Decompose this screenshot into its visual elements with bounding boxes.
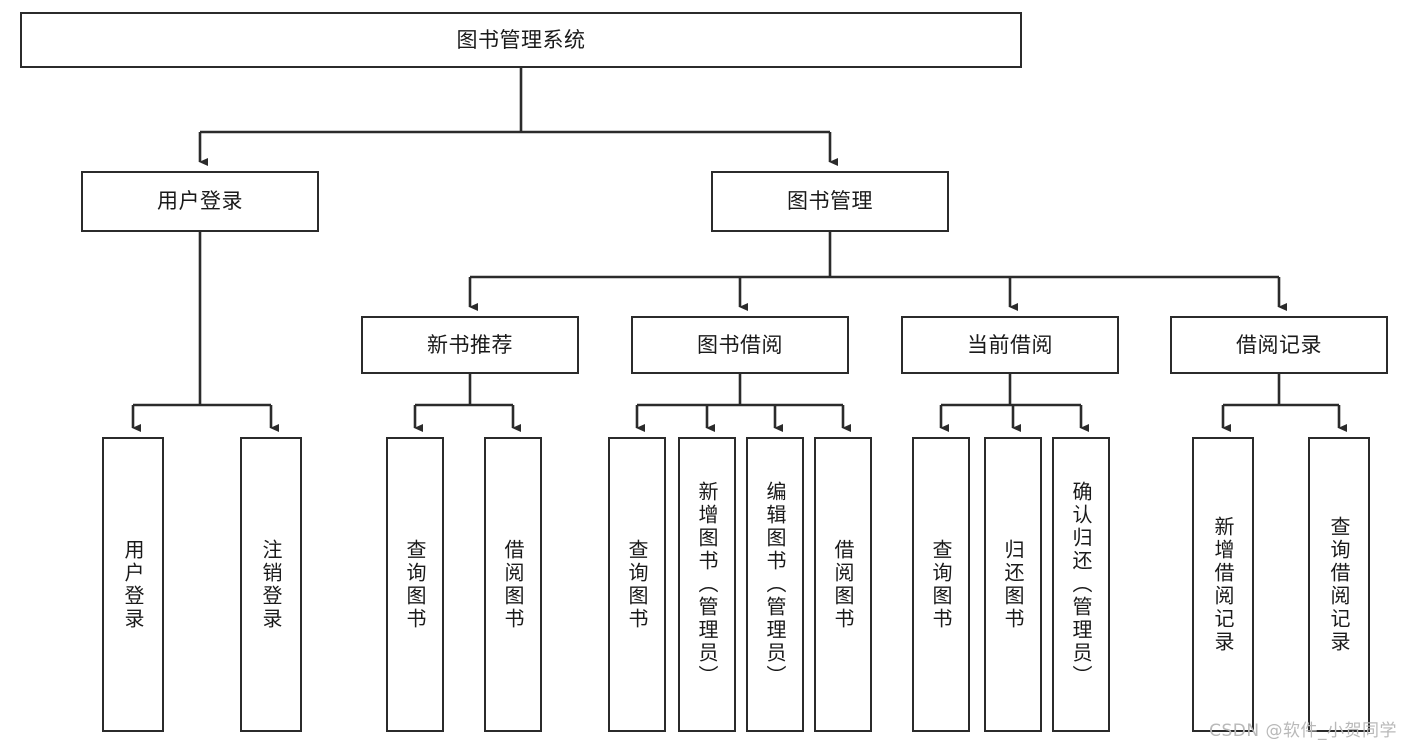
node-leaf-query-book-1[interactable]: 查询图书 [386,437,444,732]
node-label: 用户登录 [157,189,243,214]
node-leaf-return-book[interactable]: 归还图书 [984,437,1042,732]
node-root-system[interactable]: 图书管理系统 [20,12,1022,68]
node-label: 查询图书 [929,538,953,631]
node-label: 图书管理 [787,189,873,214]
node-book-manage[interactable]: 图书管理 [711,171,949,232]
node-leaf-borrow-book-2[interactable]: 借阅图书 [814,437,872,732]
node-leaf-query-borrow-record[interactable]: 查询借阅记录 [1308,437,1370,732]
node-leaf-query-book-2[interactable]: 查询图书 [608,437,666,732]
node-label: 图书管理系统 [456,27,586,52]
watermark-text: CSDN @软件_小贺同学 [1209,721,1397,741]
node-user-login[interactable]: 用户登录 [81,171,319,232]
node-label: 确认归还（管理员） [1069,481,1093,688]
node-borrow-record[interactable]: 借阅记录 [1170,316,1388,374]
node-label: 用户登录 [121,538,145,631]
node-leaf-add-book[interactable]: 新增图书（管理员） [678,437,736,732]
node-label: 新增图书（管理员） [695,481,719,688]
node-label: 编辑图书（管理员） [763,481,787,688]
node-leaf-add-borrow-record[interactable]: 新增借阅记录 [1192,437,1254,732]
node-new-book-recommendation[interactable]: 新书推荐 [361,316,579,374]
node-leaf-logout[interactable]: 注销登录 [240,437,302,732]
node-book-borrow[interactable]: 图书借阅 [631,316,849,374]
node-leaf-confirm-return[interactable]: 确认归还（管理员） [1052,437,1110,732]
node-label: 归还图书 [1001,538,1025,631]
node-label: 当前借阅 [967,332,1053,357]
node-label: 图书借阅 [697,332,783,357]
node-label: 查询借阅记录 [1327,515,1351,654]
node-leaf-query-book-3[interactable]: 查询图书 [912,437,970,732]
node-leaf-edit-book[interactable]: 编辑图书（管理员） [746,437,804,732]
node-label: 借阅图书 [501,538,525,631]
node-label: 新增借阅记录 [1211,515,1235,654]
node-leaf-borrow-book-1[interactable]: 借阅图书 [484,437,542,732]
node-label: 借阅图书 [831,538,855,631]
node-current-borrow[interactable]: 当前借阅 [901,316,1119,374]
node-leaf-user-login[interactable]: 用户登录 [102,437,164,732]
node-label: 注销登录 [259,538,283,631]
node-label: 借阅记录 [1236,332,1322,357]
node-label: 查询图书 [625,538,649,631]
node-label: 新书推荐 [427,332,513,357]
node-label: 查询图书 [403,538,427,631]
